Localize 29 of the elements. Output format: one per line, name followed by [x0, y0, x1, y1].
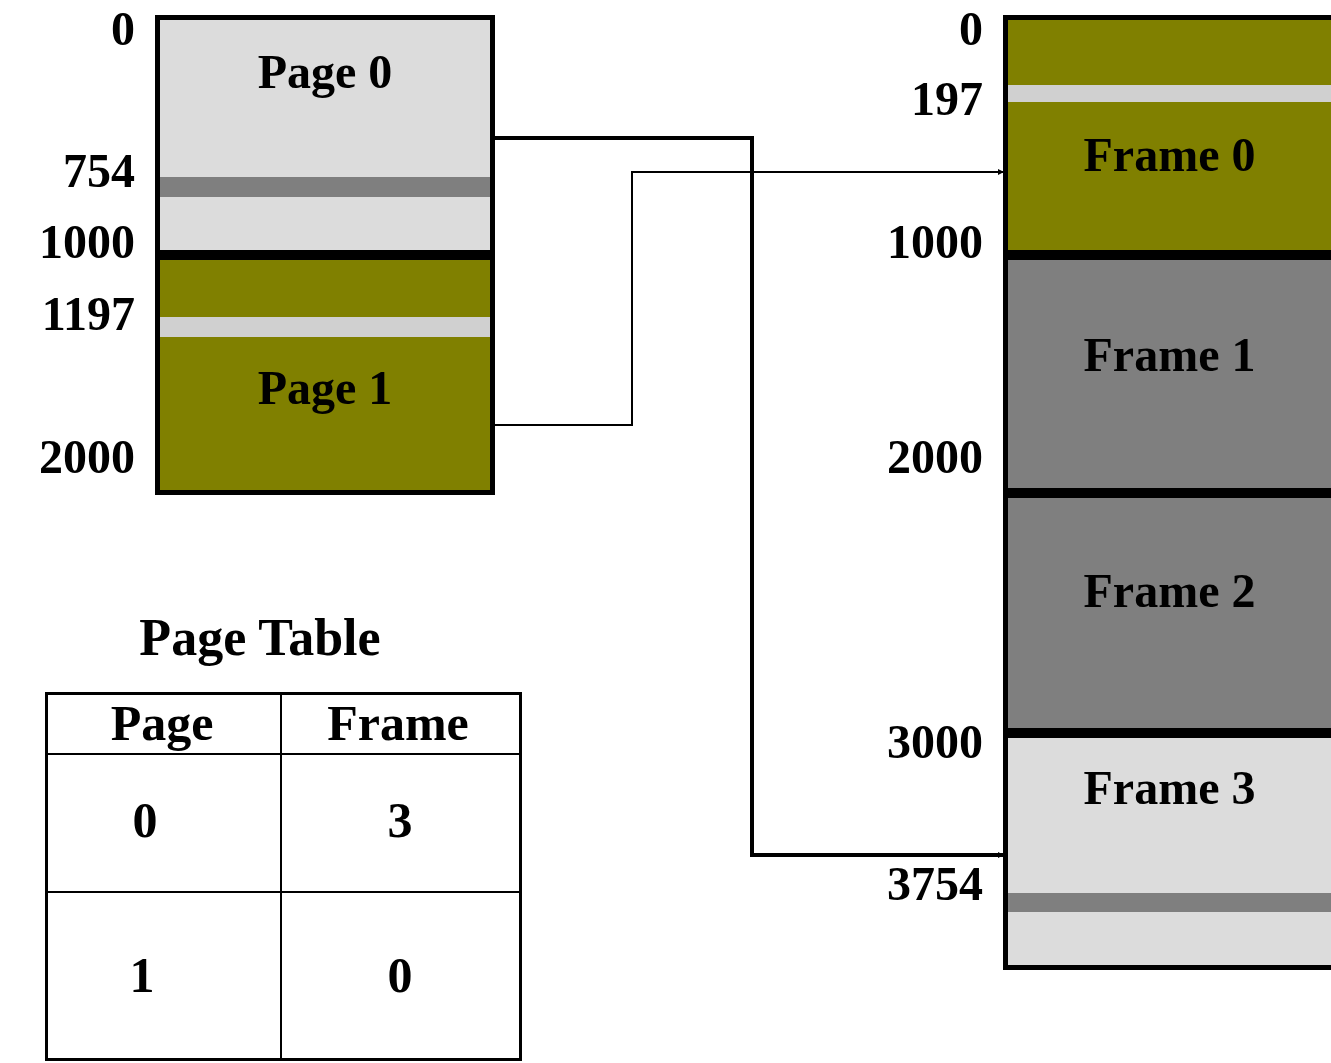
address-label: 1000 [887, 218, 983, 266]
connector-arrow [495, 136, 1004, 858]
connector-arrow [494, 169, 1004, 426]
address-label: 754 [63, 147, 135, 195]
memory-block [1003, 15, 1331, 255]
table-text: 0 [387, 950, 413, 1000]
table-text: Frame [327, 698, 469, 748]
block-label: Page 0 [256, 48, 394, 96]
memory-block [155, 255, 495, 495]
block-label: Frame 0 [1082, 131, 1257, 179]
block-label: Frame 2 [1082, 567, 1257, 615]
address-label: 2000 [887, 433, 983, 481]
address-label: 3000 [887, 718, 983, 766]
block-label: Page 1 [256, 364, 394, 412]
block-label: Frame 3 [1082, 764, 1257, 812]
address-label: 1000 [39, 218, 135, 266]
table-text: 3 [387, 795, 413, 845]
address-label: 0 [111, 5, 135, 53]
table-title: Page Table [139, 612, 381, 664]
address-label: 2000 [39, 433, 135, 481]
address-label: 3754 [887, 860, 983, 908]
table-text: 0 [132, 795, 158, 845]
address-label: 1197 [41, 290, 135, 338]
memory-block [1003, 733, 1331, 970]
block-label: Frame 1 [1082, 331, 1257, 379]
address-label: 197 [911, 75, 983, 123]
memory-block [155, 15, 495, 255]
address-label: 0 [959, 5, 983, 53]
table-text: 1 [129, 950, 155, 1000]
